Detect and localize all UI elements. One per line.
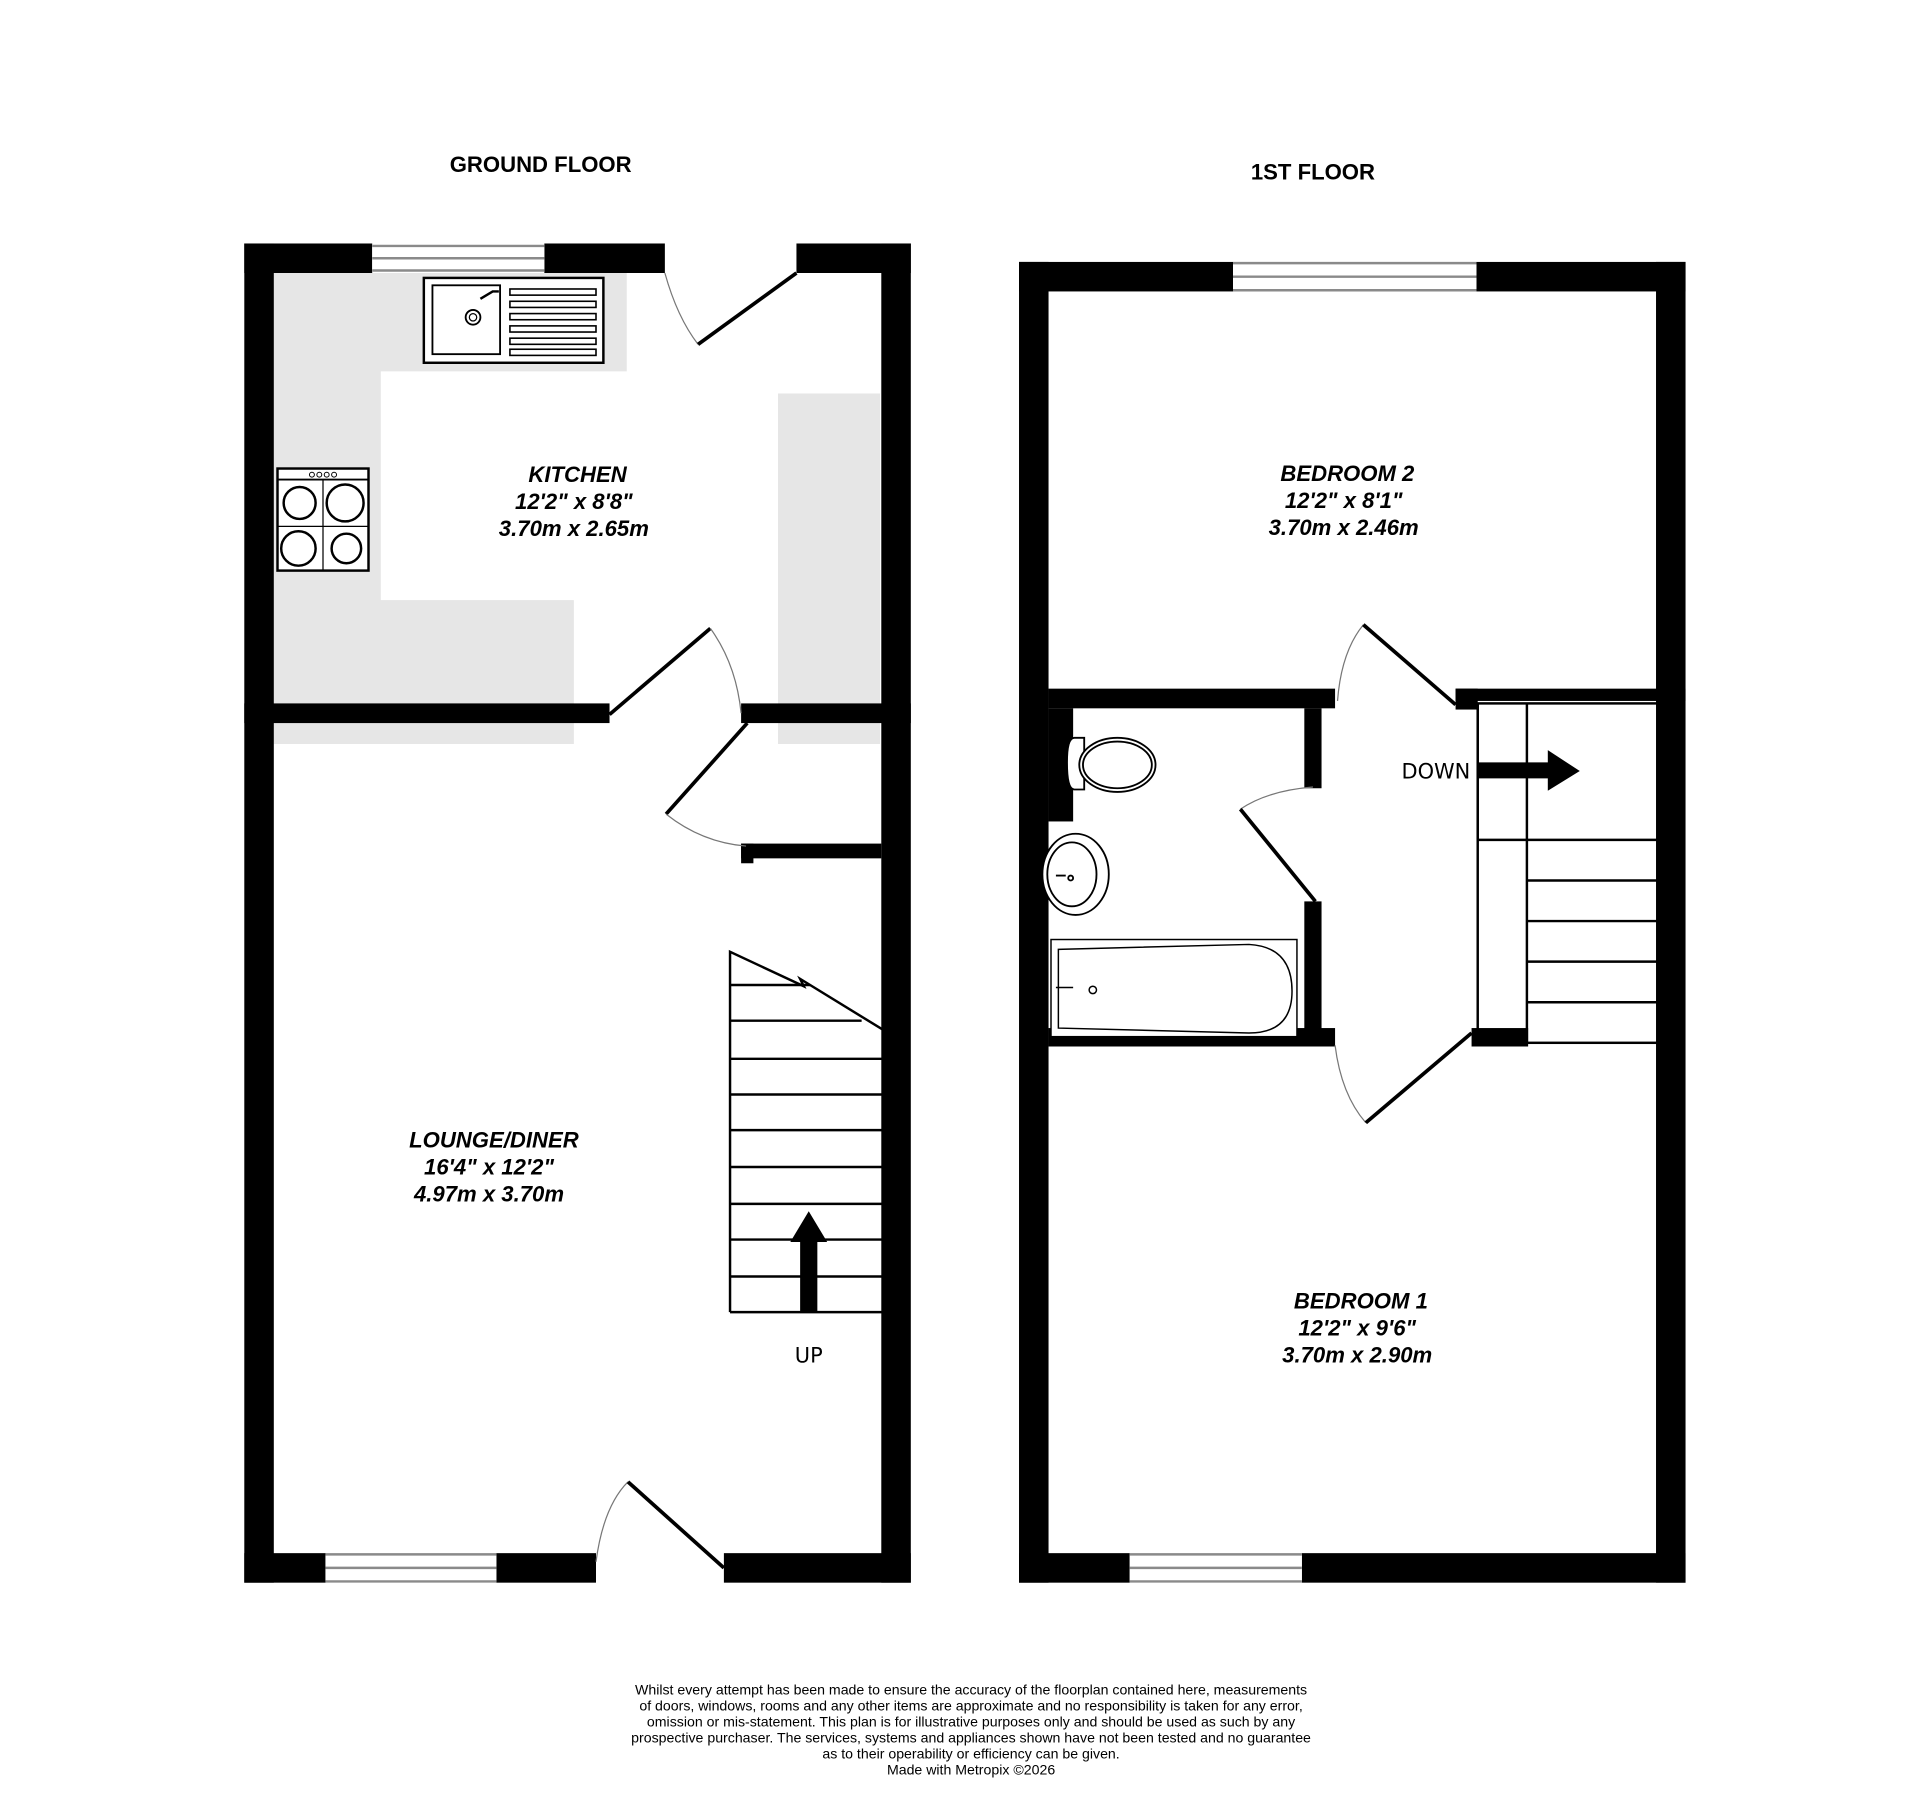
room-label-bedroom-1: BEDROOM 1 12'2" x 9'6" 3.70m x 2.90m <box>1282 1288 1432 1367</box>
svg-text:BEDROOM 2: BEDROOM 2 <box>1280 461 1415 486</box>
window-icon <box>372 244 545 272</box>
first-floor-walls <box>1019 261 1686 1583</box>
door-icon[interactable] <box>1336 623 1457 707</box>
svg-text:Whilst every attempt has been: Whilst every attempt has been made to en… <box>635 1682 1307 1698</box>
svg-text:16'4" x 12'2": 16'4" x 12'2" <box>424 1154 554 1179</box>
svg-text:3.70m x 2.90m: 3.70m x 2.90m <box>1282 1343 1432 1368</box>
svg-text:LOUNGE/DINER: LOUNGE/DINER <box>409 1127 579 1152</box>
door-icon[interactable] <box>664 271 798 346</box>
window-icon <box>1129 1553 1302 1583</box>
svg-text:12'2" x 8'1": 12'2" x 8'1" <box>1285 488 1403 513</box>
first-floor-title: 1ST FLOOR <box>1251 160 1375 185</box>
stairs-down-label: DOWN <box>1401 759 1470 783</box>
bath-icon <box>1050 938 1298 1038</box>
door-icon[interactable] <box>608 626 742 716</box>
svg-text:omission or mis-statement. Thi: omission or mis-statement. This plan is … <box>647 1714 1296 1730</box>
metropix-credit: Made with Metropix ©2026 <box>887 1761 1055 1777</box>
window-icon <box>1233 261 1477 292</box>
room-label-lounge-diner: LOUNGE/DINER 16'4" x 12'2" 4.97m x 3.70m <box>409 1127 579 1206</box>
basin-icon <box>1041 832 1110 916</box>
door-icon[interactable] <box>1334 1031 1473 1125</box>
svg-text:KITCHEN: KITCHEN <box>528 462 627 487</box>
stairs-up-label: UP <box>795 1344 823 1368</box>
disclaimer: Whilst every attempt has been made to en… <box>631 1682 1311 1778</box>
door-icon[interactable] <box>664 721 749 847</box>
door-icon[interactable] <box>1238 786 1317 903</box>
first-floor: 1ST FLOOR <box>1019 160 1686 1583</box>
svg-text:3.70m x 2.46m: 3.70m x 2.46m <box>1269 515 1419 540</box>
room-label-bedroom-2: BEDROOM 2 12'2" x 8'1" 3.70m x 2.46m <box>1269 461 1419 540</box>
svg-text:as to their operability or eff: as to their operability or efficiency ca… <box>822 1746 1119 1762</box>
stairs-icon[interactable] <box>728 949 888 1314</box>
stairs-icon[interactable] <box>1476 702 1666 1045</box>
svg-text:prospective purchaser. The ser: prospective purchaser. The services, sys… <box>631 1730 1311 1746</box>
svg-text:BEDROOM 1: BEDROOM 1 <box>1294 1288 1428 1313</box>
ground-floor: GROUND FLOOR <box>244 152 911 1583</box>
ground-floor-title: GROUND FLOOR <box>450 152 632 177</box>
arrow-up-icon <box>790 1211 828 1313</box>
room-label-kitchen: KITCHEN 12'2" x 8'8" 3.70m x 2.65m <box>499 462 649 541</box>
window-icon <box>325 1553 497 1583</box>
toilet-icon <box>1066 736 1157 793</box>
svg-text:12'2" x 9'6": 12'2" x 9'6" <box>1298 1315 1416 1340</box>
sink-icon <box>422 276 605 365</box>
door-icon[interactable] <box>595 1480 726 1570</box>
svg-text:4.97m x 3.70m: 4.97m x 3.70m <box>413 1181 564 1206</box>
arrow-right-icon <box>1477 750 1580 791</box>
svg-text:3.70m x 2.65m: 3.70m x 2.65m <box>499 516 649 541</box>
ground-floor-walls <box>244 243 911 1583</box>
svg-text:of doors, windows, rooms and a: of doors, windows, rooms and any other i… <box>639 1698 1302 1714</box>
svg-text:12'2" x 8'8": 12'2" x 8'8" <box>515 489 633 514</box>
hob-icon <box>276 467 370 572</box>
